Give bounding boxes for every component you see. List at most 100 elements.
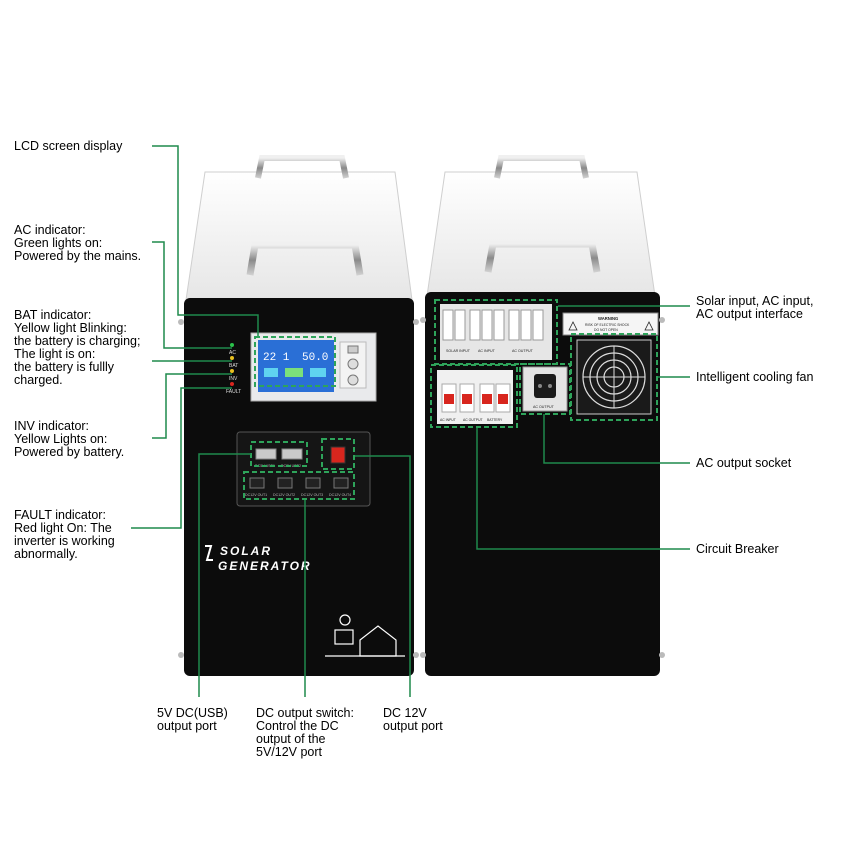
bolt [413,319,419,325]
terminal [520,309,532,341]
dc-port-label: DC12V OUT2 [273,493,295,497]
breaker-toggle[interactable] [498,394,508,404]
socket-hole [548,384,552,388]
bat-led [230,356,234,360]
inv-led [230,369,234,373]
brand-line1: SOLAR [220,544,272,558]
ac-led [230,343,234,347]
terminal [532,309,544,341]
terminal-block: SOLAR INPUT AC INPUT AC OUTPUT [434,299,558,365]
socket-hole [538,384,542,388]
back-rear-handle [494,155,589,179]
bolt [413,652,419,658]
solar-house-icon [325,614,405,657]
terminal [469,309,481,341]
leader-socket [543,414,690,464]
house-shape [359,625,397,657]
fault-led [230,382,234,386]
dc-output-panel: DC5V USB1 DC5V USB2 DC12V OUT1 DC12V OUT… [236,431,371,507]
bolt [178,652,184,658]
front-handle [246,241,364,276]
brand-line2: GENERATOR [218,559,312,573]
bolt [420,317,426,323]
callout-bat-indicator: BAT indicator: Yellow light Blinking: th… [14,308,141,387]
leader-ac [152,241,232,349]
dc-port[interactable] [249,477,265,489]
cooling-fan [570,333,658,421]
terminal [493,309,505,341]
front-top-housing [185,171,413,301]
bolt [659,652,665,658]
dc-port[interactable] [305,477,321,489]
callout-solar-input: Solar input, AC input, AC output interfa… [696,294,814,321]
callout-dc12-port: DC 12V output port [383,706,443,733]
callout-fault-indicator: FAULT indicator: Red light On: The inver… [14,508,115,561]
lcd-right-value: 50.0 [302,352,328,364]
brand-mark [205,545,213,561]
leader-usb [198,453,251,697]
terminal [454,309,466,341]
front-unit: AC BAT INV FAULT 22 1 50.0 DC5V USB1 [178,155,419,676]
leader-lcd [152,145,259,336]
callout-lcd: LCD screen display [14,139,123,153]
terminal [442,309,454,341]
usb-port[interactable] [281,448,303,460]
warning-sticker-bg [562,312,659,336]
breaker-label-battery: BATTERY [487,418,503,422]
bolt [659,317,665,323]
usb-port[interactable] [255,448,277,460]
switch-highlight-box [321,438,355,470]
lcd-button[interactable] [347,358,359,370]
terminal [481,309,493,341]
dc-switch[interactable] [330,446,346,464]
leader-dc12 [355,455,411,697]
dc-port-label: DC12V OUT3 [301,493,323,497]
terminal-label-ac-input: AC INPUT [478,349,496,353]
socket-highlight-box [519,363,571,415]
indicator-label-bat: BAT [229,363,238,369]
lcd-panel: 22 1 50.0 [250,332,377,402]
lcd-button[interactable] [347,374,359,386]
lcd-button[interactable] [347,345,359,354]
sun-shape [339,614,351,626]
dc-port[interactable] [277,477,293,489]
ac-socket: AC OUTPUT [519,363,571,415]
warning-triangle-icon [568,321,578,331]
front-rear-handle [255,155,349,179]
leader-fault [131,387,232,529]
circuit-breakers: AC INPUT AC OUTPUT BATTERY [430,364,518,428]
back-handle [484,240,601,273]
indicator-panel: AC BAT INV FAULT [226,343,241,395]
bolt [420,652,426,658]
lcd-icon [264,368,278,377]
breaker-toggle[interactable] [482,394,492,404]
terminal-highlight-box [434,299,558,365]
dc-port-label: DC12V OUT1 [245,493,267,497]
leader-breaker [476,428,690,550]
warning-title: WARNING [598,316,618,321]
warning-triangle-icon [644,321,654,331]
lcd-left-value: 22 1 [263,352,290,364]
breaker-toggle[interactable] [462,394,472,404]
indicator-label-fault: FAULT [226,389,241,395]
breaker-highlight-box [430,364,518,428]
warning-line2: DO NOT OPEN [594,328,618,332]
warning-line1: RISK OF ELECTRIC SHOCK [585,323,630,327]
panel-shape [334,629,354,645]
lcd-icon [310,368,326,377]
callout-usb-port: 5V DC(USB) output port [157,706,228,733]
breaker-label-ac-input: AC INPUT [440,418,456,422]
dc-port[interactable] [333,477,349,489]
callout-ac-indicator: AC indicator: Green lights on: Powered b… [14,223,142,263]
callout-dc-switch: DC output switch: Control the DC output … [256,706,354,759]
breaker-toggle[interactable] [444,394,454,404]
lcd-icon [285,368,303,377]
terminal-label-solar: SOLAR INPUT [446,349,471,353]
socket-label: AC OUTPUT [533,405,555,409]
callout-circuit-breaker: Circuit Breaker [696,542,779,556]
bolt [178,319,184,325]
callout-ac-socket: AC output socket [696,456,792,470]
brand-logo: SOLAR GENERATOR [205,544,312,573]
socket-outlet[interactable] [534,374,556,398]
lcd-highlight-box [254,336,336,387]
